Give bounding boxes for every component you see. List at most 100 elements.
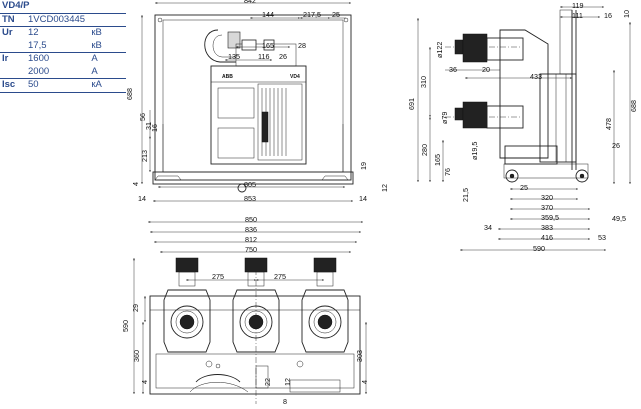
dim-416: 416 — [541, 233, 553, 242]
dim-850: 850 — [245, 215, 257, 224]
spec-row: 17,5 кВ — [0, 39, 126, 53]
bottom-frame — [149, 295, 361, 395]
operating-lever — [204, 29, 297, 67]
spec-key: Ir — [2, 53, 9, 64]
dim-34: 34 — [484, 223, 492, 232]
dim-360: 360 — [132, 350, 141, 362]
dim-144: 144 — [262, 10, 274, 19]
dim-217-5: 217,5 — [303, 10, 321, 19]
dim-275-left: 275 — [212, 272, 224, 281]
spec-unit: А — [91, 53, 98, 64]
dim-4: 4 — [131, 182, 140, 186]
dim-359-5: 359,5 — [541, 213, 559, 222]
mechanism-box — [539, 73, 577, 163]
spec-key: Isc — [0, 78, 26, 93]
brand-left: ABB — [222, 74, 233, 80]
indicator-panel — [261, 111, 269, 143]
dim-53: 53 — [598, 233, 606, 242]
spec-key — [0, 39, 26, 53]
dim-16: 16 — [604, 11, 612, 20]
dim-280: 280 — [420, 144, 429, 156]
dim-688: 688 — [125, 88, 134, 100]
dim-36: 36 — [449, 65, 457, 74]
dim-853: 853 — [244, 194, 256, 203]
dim-21-5: 21,5 — [461, 188, 470, 202]
dim-842: 842 — [244, 0, 256, 5]
dim-213: 213 — [140, 150, 149, 162]
front-cover-window — [217, 127, 255, 159]
side-base — [503, 163, 589, 179]
dim-10: 10 — [622, 10, 631, 18]
dim-165: 165 — [262, 41, 274, 50]
dim-122: ø122 — [435, 42, 444, 58]
dim-19: 19 — [359, 162, 368, 170]
dim-76: 76 — [443, 168, 452, 176]
dim-22: 22 — [263, 378, 272, 386]
pole-housing — [499, 29, 549, 159]
front-base-rail — [152, 171, 354, 185]
side-wheel — [505, 169, 519, 183]
dim-135: 135 — [228, 52, 240, 61]
front-panel-outline — [154, 14, 352, 181]
dim-116: 116 — [258, 52, 269, 61]
brand-right: VD4 — [290, 74, 300, 80]
dim-370: 370 — [541, 203, 553, 212]
terminal-top — [313, 257, 337, 273]
terminal-top — [244, 257, 268, 273]
dim-56: 56 — [138, 113, 147, 121]
front-view: ABB VD4 842 144 217,5 25 165 28 135 11 — [125, 0, 389, 203]
spec-key: TN — [0, 13, 26, 27]
dim-4-right: 4 — [360, 380, 369, 384]
dim-320: 320 — [541, 193, 553, 202]
terminal-circle — [239, 305, 273, 339]
dim-49-5: 49,5 — [612, 214, 626, 223]
dim-28: 28 — [298, 41, 306, 50]
dim-303: 303 — [355, 350, 364, 362]
spec-unit: кВ — [89, 39, 126, 53]
spec-key — [0, 65, 26, 79]
dim-12: 12 — [283, 378, 292, 386]
dim-79: ø79 — [440, 112, 449, 124]
dim-119: 119 — [572, 1, 583, 10]
dim-433: 433 — [530, 72, 542, 81]
dim-383: 383 — [541, 223, 553, 232]
spec-row: 2000 А — [0, 65, 126, 79]
dim-590: 590 — [533, 244, 545, 253]
spec-value: 12 — [28, 27, 39, 38]
dim-805: 805 — [244, 180, 256, 189]
dim-812: 812 — [245, 235, 257, 244]
truck-frame — [504, 145, 558, 165]
dim-16: 16 — [150, 124, 159, 132]
spec-value: 1600 — [28, 53, 50, 64]
breaker-body — [210, 65, 307, 165]
dim-29: 29 — [131, 304, 140, 312]
dim-12: 12 — [380, 184, 389, 192]
dim-310: 310 — [419, 76, 428, 88]
upper-insulator — [486, 37, 524, 61]
bottom-view: 850 836 812 750 275 275 — [121, 215, 369, 406]
dim-19-5: ø19,5 — [470, 142, 479, 160]
pole-left — [163, 257, 211, 353]
spec-row: Ur 12 кВ — [0, 27, 126, 40]
pole-center — [232, 257, 280, 353]
dim-836: 836 — [245, 225, 257, 234]
lower-contact-arm — [454, 107, 464, 121]
spec-unit: кА — [89, 78, 126, 93]
dim-31: 31 — [144, 122, 153, 130]
pole-right — [301, 257, 349, 353]
spec-unit: кВ — [91, 27, 102, 38]
dim-14-left: 14 — [138, 194, 146, 203]
spec-row: Isc 50 кА — [0, 78, 126, 93]
spec-value: 2000 — [26, 65, 90, 79]
dim-688: 688 — [629, 100, 638, 112]
side-front-plate — [559, 9, 573, 75]
dim-590: 590 — [121, 320, 130, 332]
spec-value: 50 — [26, 78, 90, 93]
terminal-top — [175, 257, 199, 273]
spec-title: VD4/P — [0, 0, 126, 14]
spec-row: TN 1VCD003445 — [0, 13, 126, 27]
dim-691: 691 — [407, 98, 416, 110]
pole-housing — [232, 289, 280, 353]
dim-750: 750 — [245, 245, 257, 254]
